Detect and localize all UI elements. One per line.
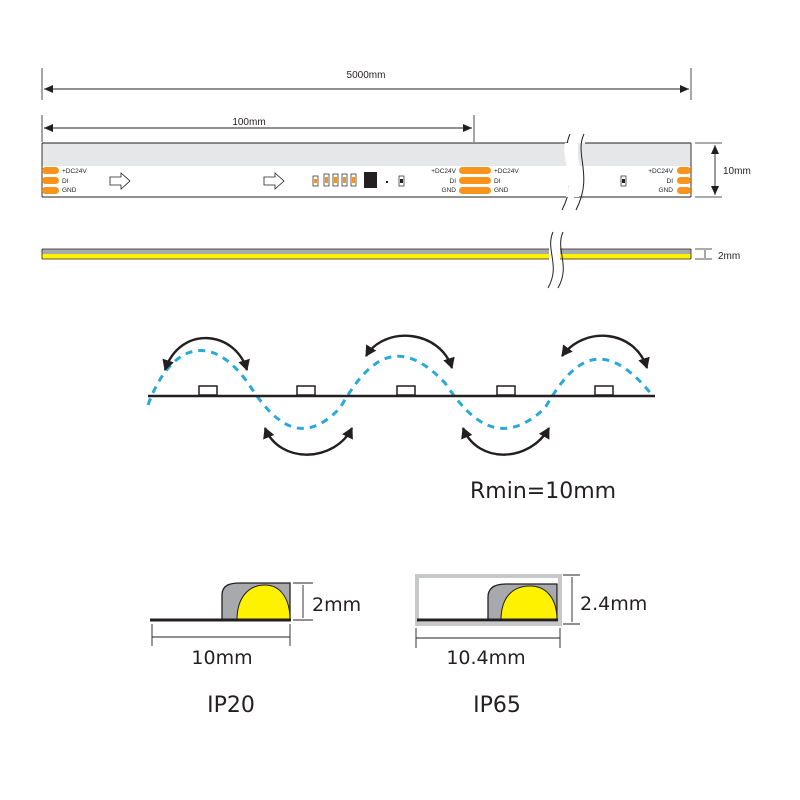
pad-label-gnd: GND bbox=[659, 187, 674, 194]
pad-label-di: DI bbox=[667, 178, 674, 185]
break-mark bbox=[547, 231, 554, 289]
cut-length-label: 100mm bbox=[232, 117, 265, 128]
pad-label-di: DI bbox=[62, 178, 69, 185]
strip-side-view bbox=[41, 231, 692, 289]
solder-pads-left: +DC24V DI GND bbox=[42, 167, 87, 194]
ip65-profile bbox=[415, 574, 580, 648]
bend-radius-label: Rmin=10mm bbox=[470, 479, 616, 504]
pad-label-vcc: +DC24V bbox=[494, 168, 519, 175]
ip20-height-label: 2mm bbox=[312, 594, 361, 616]
solder-pads-middle: +DC24V DI GND +DC24V DI GND bbox=[431, 167, 519, 194]
total-length-label: 5000mm bbox=[347, 70, 386, 81]
ip20-width-label: 10mm bbox=[191, 647, 252, 669]
bend-diagram bbox=[146, 334, 655, 456]
ip65-label: IP65 bbox=[473, 693, 521, 718]
bend-arrows bbox=[162, 334, 650, 456]
thickness-label: 2mm bbox=[718, 251, 740, 262]
pad-label-vcc: +DC24V bbox=[62, 168, 87, 175]
pad-label-gnd: GND bbox=[494, 187, 509, 194]
ic-components bbox=[312, 172, 405, 188]
ip20-label: IP20 bbox=[207, 693, 255, 718]
pad-label-vcc: +DC24V bbox=[431, 168, 456, 175]
cut-length-dimension: 100mm bbox=[41, 115, 475, 142]
pad-label-di: DI bbox=[450, 178, 457, 185]
pad-label-gnd: GND bbox=[62, 187, 77, 194]
led-markers bbox=[198, 385, 614, 396]
pad-label-vcc: +DC24V bbox=[648, 168, 673, 175]
strip-top-view: +DC24V DI GND + bbox=[41, 133, 692, 211]
ip20-profile bbox=[150, 582, 313, 646]
total-length-dimension: 5000mm bbox=[41, 68, 692, 100]
ip65-width-label: 10.4mm bbox=[446, 647, 525, 669]
break-mark bbox=[575, 133, 585, 211]
data-direction-arrow-icon bbox=[263, 172, 285, 190]
pad-label-di: DI bbox=[494, 178, 501, 185]
width-label: 10mm bbox=[723, 166, 751, 177]
thickness-dimension: 2mm bbox=[695, 248, 740, 262]
width-dimension: 10mm bbox=[695, 142, 751, 198]
ic-chip-icon bbox=[364, 172, 377, 188]
break-mark bbox=[557, 231, 564, 289]
pad-label-gnd: GND bbox=[442, 187, 457, 194]
solder-pads-right: +DC24V DI GND bbox=[648, 167, 691, 194]
ip65-height-label: 2.4mm bbox=[580, 593, 647, 615]
data-direction-arrow-icon bbox=[109, 172, 131, 190]
